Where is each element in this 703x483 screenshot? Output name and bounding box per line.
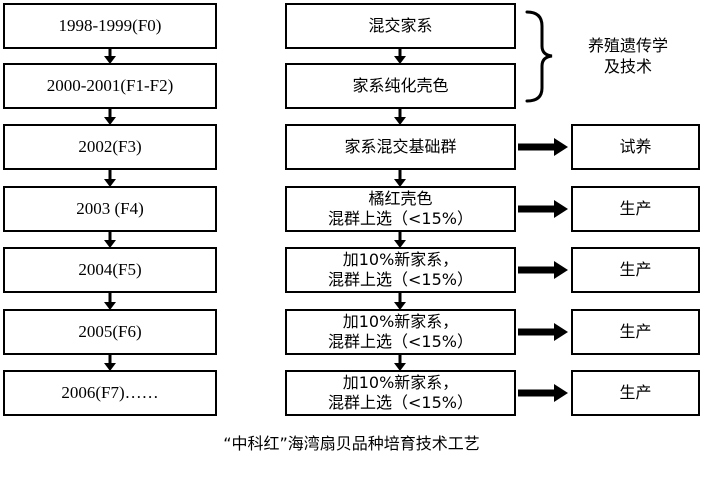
step-text-line-1: 加10%新家系， <box>342 312 459 331</box>
step-text-line-2: 混群上选（<15%） <box>328 332 473 351</box>
generation-label: 1998-1999(F0) <box>58 16 162 35</box>
generation-box-7: 2006(F7)…… <box>3 370 217 416</box>
down-arrow-head <box>104 302 116 310</box>
outcome-box-production-2: 生产 <box>571 247 700 293</box>
outcome-label: 生产 <box>619 322 652 341</box>
down-arrow-head <box>104 56 116 64</box>
outcome-label: 生产 <box>619 260 652 279</box>
figure-caption: “中科红”海湾扇贝品种培育技术工艺 <box>223 434 480 453</box>
down-arrow-head <box>104 363 116 371</box>
outcome-label: 生产 <box>619 383 652 402</box>
outcome-box-trial: 试养 <box>571 124 700 170</box>
outcome-box-production-3: 生产 <box>571 309 700 355</box>
down-arrow-head <box>394 56 406 64</box>
outcome-label: 生产 <box>619 199 652 218</box>
generation-box-5: 2004(F5) <box>3 247 217 293</box>
step-text-line-2: 混群上选（<15%） <box>328 393 473 412</box>
step-box-3: 家系混交基础群 <box>285 124 516 170</box>
generation-label: 2003 (F4) <box>76 199 144 218</box>
outcome-label: 试养 <box>619 137 652 156</box>
generation-label: 2006(F7)…… <box>61 383 159 402</box>
step-text-line-1: 加10%新家系， <box>342 373 459 392</box>
down-arrow-head <box>394 240 406 248</box>
step-text-line-1: 加10%新家系， <box>342 250 459 269</box>
down-arrow-head <box>394 302 406 310</box>
generation-box-1: 1998-1999(F0) <box>3 3 217 49</box>
generation-box-6: 2005(F6) <box>3 309 217 355</box>
right-arrow-head <box>554 261 568 279</box>
generation-label: 2002(F3) <box>78 137 142 156</box>
step-text: 家系纯化壳色 <box>352 76 449 95</box>
step-text-line-2: 混群上选（<15%） <box>328 209 473 228</box>
down-arrow-head <box>104 240 116 248</box>
down-arrow-head <box>104 117 116 125</box>
right-arrow-head <box>554 384 568 402</box>
generation-box-2: 2000-2001(F1-F2) <box>3 63 217 109</box>
right-arrow-head <box>554 323 568 341</box>
generation-label: 2000-2001(F1-F2) <box>46 76 174 95</box>
step-box-2: 家系纯化壳色 <box>285 63 516 109</box>
step-box-6: 加10%新家系， 混群上选（<15%） <box>285 309 516 355</box>
step-text-line-2: 混群上选（<15%） <box>328 270 473 289</box>
down-arrow-head <box>394 117 406 125</box>
brace-label-line-2: 及技术 <box>603 57 652 76</box>
step-text: 家系混交基础群 <box>344 137 457 156</box>
step-text-line-1: 橘红壳色 <box>368 189 433 208</box>
step-box-5: 加10%新家系， 混群上选（<15%） <box>285 247 516 293</box>
outcome-box-production-4: 生产 <box>571 370 700 416</box>
brace-label-line-1: 养殖遗传学 <box>587 36 668 55</box>
outcome-box-production-1: 生产 <box>571 186 700 232</box>
generation-label: 2004(F5) <box>78 260 142 279</box>
right-arrow-head <box>554 138 568 156</box>
down-arrow-head <box>104 179 116 187</box>
step-box-7: 加10%新家系， 混群上选（<15%） <box>285 370 516 416</box>
step-box-1: 混交家系 <box>285 3 516 49</box>
step-box-4: 橘红壳色 混群上选（<15%） <box>285 186 516 232</box>
generation-box-3: 2002(F3) <box>3 124 217 170</box>
curly-brace <box>525 10 553 103</box>
step-text: 混交家系 <box>368 16 433 35</box>
generation-label: 2005(F6) <box>78 322 142 341</box>
down-arrow-head <box>394 179 406 187</box>
down-arrow-head <box>394 363 406 371</box>
right-arrow-head <box>554 200 568 218</box>
generation-box-4: 2003 (F4) <box>3 186 217 232</box>
brace-label: 养殖遗传学 及技术 <box>568 35 688 77</box>
